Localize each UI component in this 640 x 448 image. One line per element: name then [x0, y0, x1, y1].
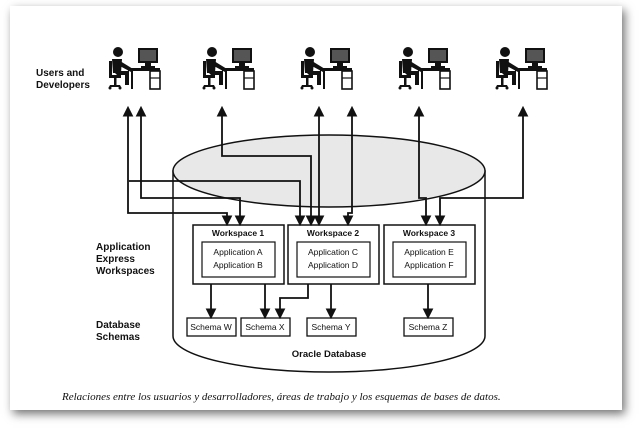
schema-label: Schema Y [311, 322, 350, 332]
architecture-diagram: Users and Developers Application Express… [36, 46, 548, 373]
schema-w: Schema W [186, 317, 237, 337]
schema-label: Schema X [245, 322, 285, 332]
workspace-title: Workspace 1 [212, 228, 265, 238]
user-at-workstation-icon [494, 46, 548, 91]
connector-arrow [274, 284, 309, 320]
application-label: Application E [404, 247, 454, 257]
application-label: Application B [213, 260, 263, 270]
schema-label: Schema Z [409, 322, 448, 332]
connector-arrow [216, 105, 317, 227]
schema-label: Schema W [190, 322, 232, 332]
schema-y: Schema Y [306, 317, 357, 337]
application-label: Application D [308, 260, 358, 270]
users-label: Users and Developers [36, 68, 90, 91]
workspace-2: Workspace 2 Application C Application D [287, 224, 380, 285]
connector-arrow [413, 105, 432, 227]
workspaces-label: Application Express Workspaces [96, 242, 155, 277]
workspace-3: Workspace 3 Application E Application F [383, 224, 476, 285]
workspace-title: Workspace 2 [307, 228, 360, 238]
users-row [107, 46, 548, 91]
figure-frame: Users and Developers Application Express… [10, 6, 622, 410]
figure-caption: Relaciones entre los usuarios y desarrol… [62, 391, 501, 403]
schemas-label: Database Schemas [96, 320, 143, 343]
connector-arrow [342, 105, 358, 227]
database-label: Oracle Database [292, 349, 366, 360]
user-at-workstation-icon [201, 46, 255, 91]
application-label: Application A [213, 247, 262, 257]
user-at-workstation-icon [397, 46, 451, 91]
workspace-title: Workspace 3 [403, 228, 456, 238]
user-at-workstation-icon [107, 46, 161, 91]
schema-z: Schema Z [403, 317, 454, 337]
schema-connectors [205, 284, 434, 320]
user-at-workstation-icon [299, 46, 353, 91]
schema-x: Schema X [240, 317, 291, 337]
user-connectors [122, 105, 529, 227]
application-label: Application C [308, 247, 358, 257]
workspace-1: Workspace 1 Application A Application B [192, 224, 285, 285]
application-label: Application F [404, 260, 453, 270]
connector-arrow [434, 105, 529, 227]
